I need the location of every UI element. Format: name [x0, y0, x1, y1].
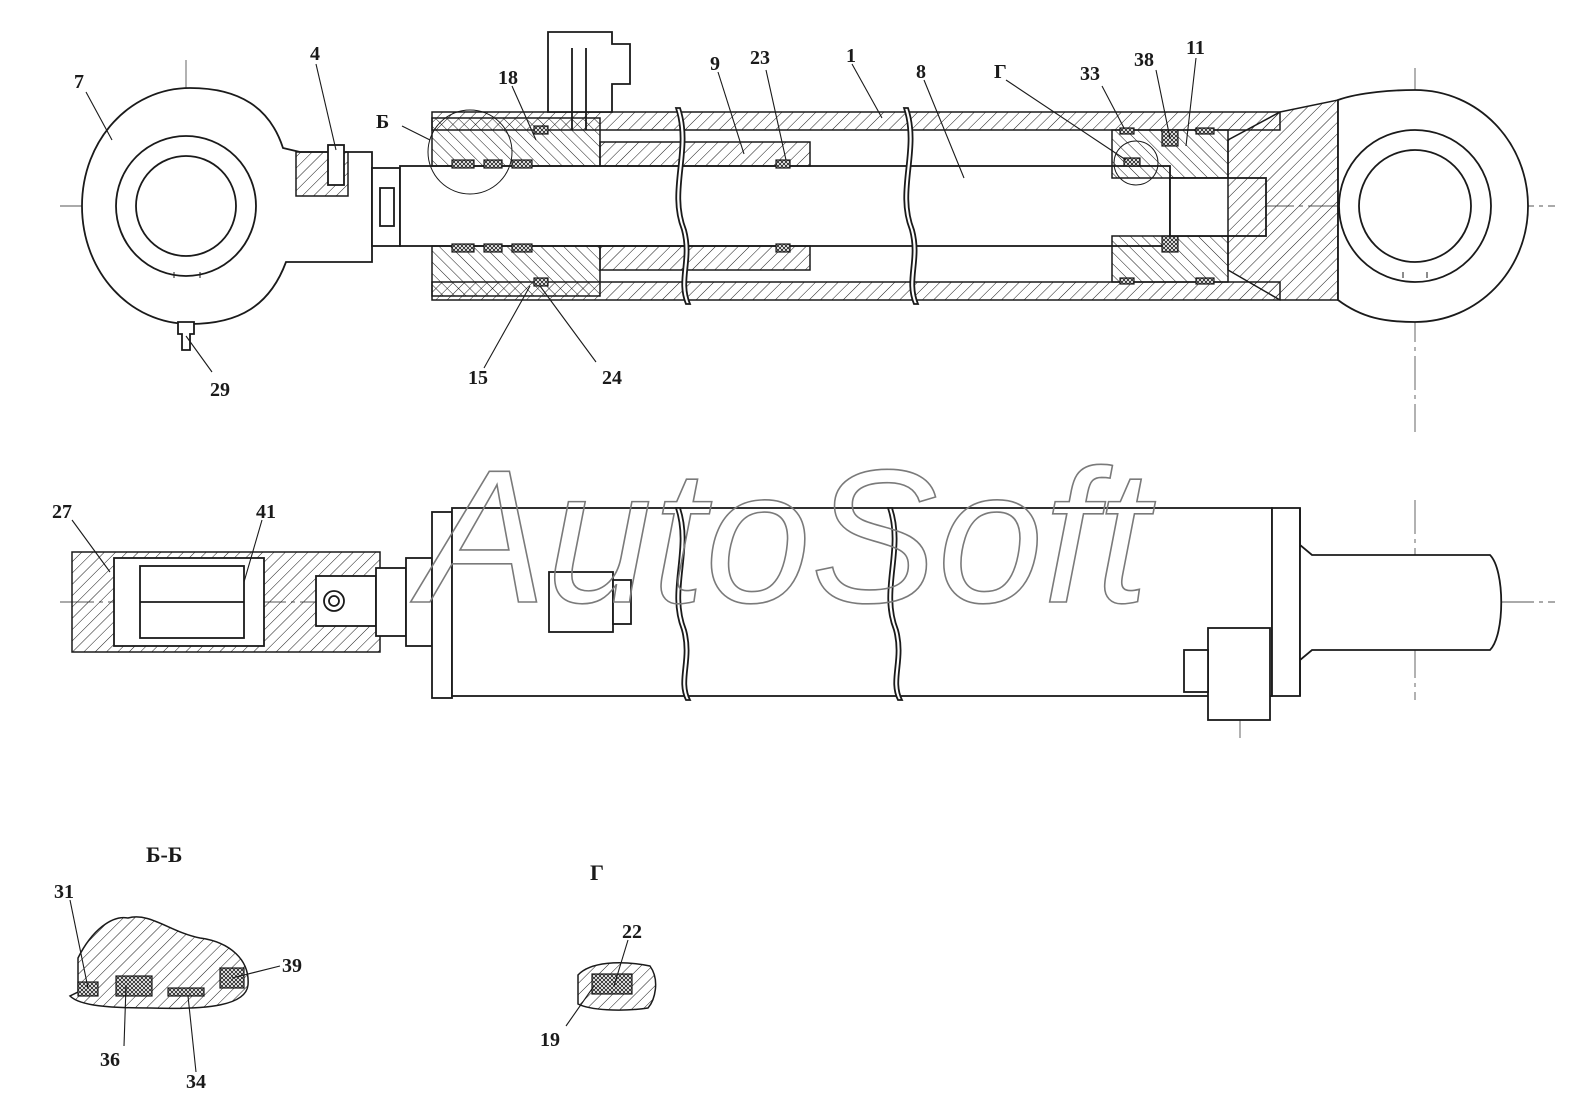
- callout-8: 8: [916, 61, 926, 83]
- port-block-front: [548, 571, 614, 633]
- callout-b: Б: [376, 111, 389, 133]
- rod-eye-right: [1337, 89, 1529, 323]
- callout-22: 22: [622, 921, 642, 943]
- callout-33: 33: [1080, 63, 1100, 85]
- callout-39: 39: [282, 955, 302, 977]
- callout-15: 15: [468, 367, 488, 389]
- detail-bb-section: [68, 916, 249, 1010]
- watermark: AutoSoft: [410, 431, 1156, 643]
- callout-18: 18: [498, 67, 518, 89]
- callout-19: 19: [540, 1029, 560, 1051]
- detail-bb: [68, 916, 249, 1010]
- right-eye-bore-outer: [1338, 129, 1492, 283]
- rod-eye-bore-inner: [135, 155, 237, 257]
- callout-11: 11: [1186, 37, 1205, 59]
- callout-38: 38: [1134, 49, 1154, 71]
- break-line-1: [674, 107, 692, 305]
- callouts: 4 7 Б 18 9 23 1 8 Г 33 38 11 15 24 29 27…: [52, 37, 1205, 1093]
- section-title-g: Г: [590, 860, 604, 885]
- port-block-rear: [1207, 627, 1271, 721]
- callout-31: 31: [54, 881, 74, 903]
- port-block: [547, 31, 631, 113]
- detail-circle-b: [427, 109, 513, 195]
- exterior-view: [60, 500, 1555, 738]
- callout-29: 29: [210, 379, 230, 401]
- gland-head-bottom: [431, 245, 601, 297]
- cylinder-mount: [1299, 508, 1503, 696]
- guide-bushing-bottom: [599, 245, 811, 271]
- guide-bushing-top: [599, 141, 811, 167]
- callout-7: 7: [74, 71, 84, 93]
- callout-23: 23: [750, 47, 770, 69]
- piston-rod: [399, 165, 1171, 247]
- leader-lines: [69, 57, 1197, 1073]
- callout-41: 41: [256, 501, 276, 523]
- callout-27: 27: [52, 501, 72, 523]
- callout-34: 34: [186, 1071, 206, 1093]
- callout-36: 36: [100, 1049, 120, 1071]
- callout-4: 4: [310, 43, 320, 65]
- set-screw: [327, 144, 345, 186]
- sectional-view: [60, 31, 1555, 432]
- callout-1: 1: [846, 45, 856, 67]
- break-line-2: [902, 107, 920, 305]
- rod-eye-bore-outer: [115, 135, 257, 277]
- rod-eye-left: [81, 87, 373, 325]
- callout-24: 24: [602, 367, 622, 389]
- detail-g: [577, 962, 657, 1011]
- callout-g: Г: [994, 61, 1007, 83]
- callout-9: 9: [710, 53, 720, 75]
- right-eye-bore-inner: [1358, 149, 1472, 263]
- gland-head-top: [431, 117, 601, 167]
- section-title-bb: Б-Б: [146, 842, 182, 867]
